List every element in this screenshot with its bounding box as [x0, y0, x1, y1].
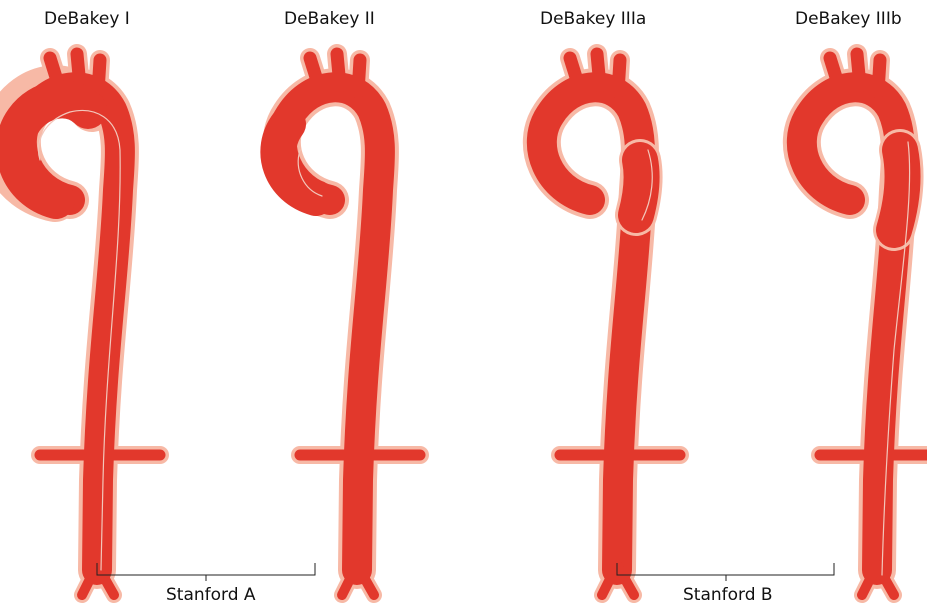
aorta-debakey-3b — [802, 54, 927, 595]
aorta-debakey-3a — [542, 54, 680, 595]
aorta-debakey-1 — [2, 54, 160, 595]
label-stanford-a: Stanford A — [166, 585, 256, 605]
label-debakey-3b: DeBakey IIIb — [795, 9, 902, 29]
label-debakey-2: DeBakey II — [284, 9, 375, 29]
bracket-stanford-b — [617, 563, 834, 581]
aorta-debakey-2 — [278, 54, 420, 595]
bracket-stanford-a — [97, 563, 315, 581]
label-debakey-3a: DeBakey IIIa — [540, 9, 646, 29]
label-debakey-1: DeBakey I — [44, 9, 130, 29]
label-stanford-b: Stanford B — [683, 585, 773, 605]
